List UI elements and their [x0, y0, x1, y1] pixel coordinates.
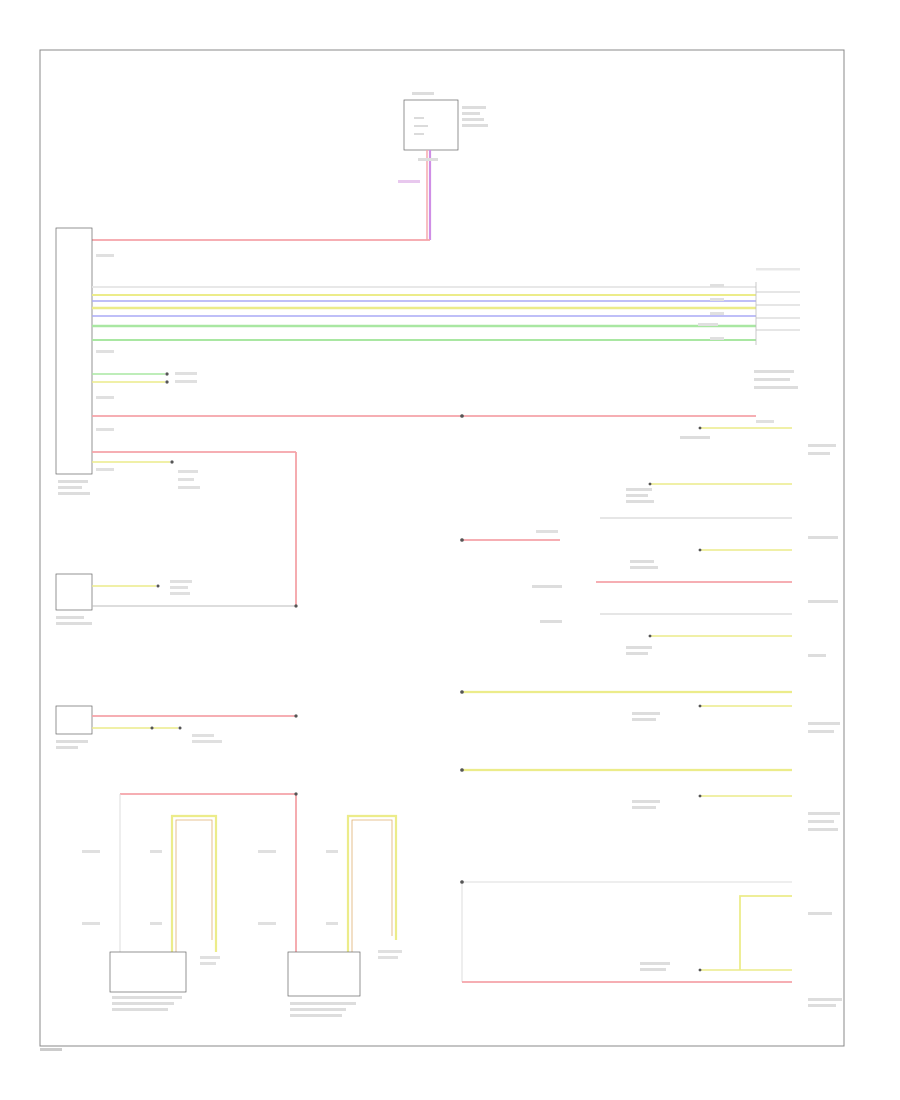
- sensor-module-outline: [55, 573, 93, 611]
- lamp-right-housing: [287, 951, 361, 997]
- lamp-unit-left: [82, 814, 220, 1011]
- fuse-relay-box: [403, 92, 488, 151]
- fuse-box-caption: [462, 106, 486, 109]
- footer-code-marker: [40, 1048, 62, 1051]
- fuse-box-title: [412, 92, 434, 95]
- lamp-unit-right: [258, 814, 402, 1017]
- diagram-frame: [39, 49, 845, 1047]
- ccu-caption: [58, 480, 88, 483]
- bus-connector-right: [698, 268, 800, 389]
- splice-node: [460, 414, 464, 418]
- switch-unit-1-outline: [55, 705, 93, 735]
- feed-wire-tag: [398, 180, 420, 183]
- feed-connector-tag: [418, 158, 438, 161]
- fuse-box-outline: [403, 99, 459, 151]
- bottom-right-switch: [460, 880, 842, 1007]
- ccu-outline: [55, 227, 93, 475]
- switch-unit-1: [55, 705, 93, 749]
- central-control-unit: [55, 227, 93, 495]
- sensor-module: [55, 573, 93, 625]
- data-bus-wires: [92, 286, 756, 341]
- right-connector-stack: [460, 420, 840, 831]
- ccu-connector-tag: [96, 254, 114, 257]
- lamp-left-housing: [109, 951, 187, 993]
